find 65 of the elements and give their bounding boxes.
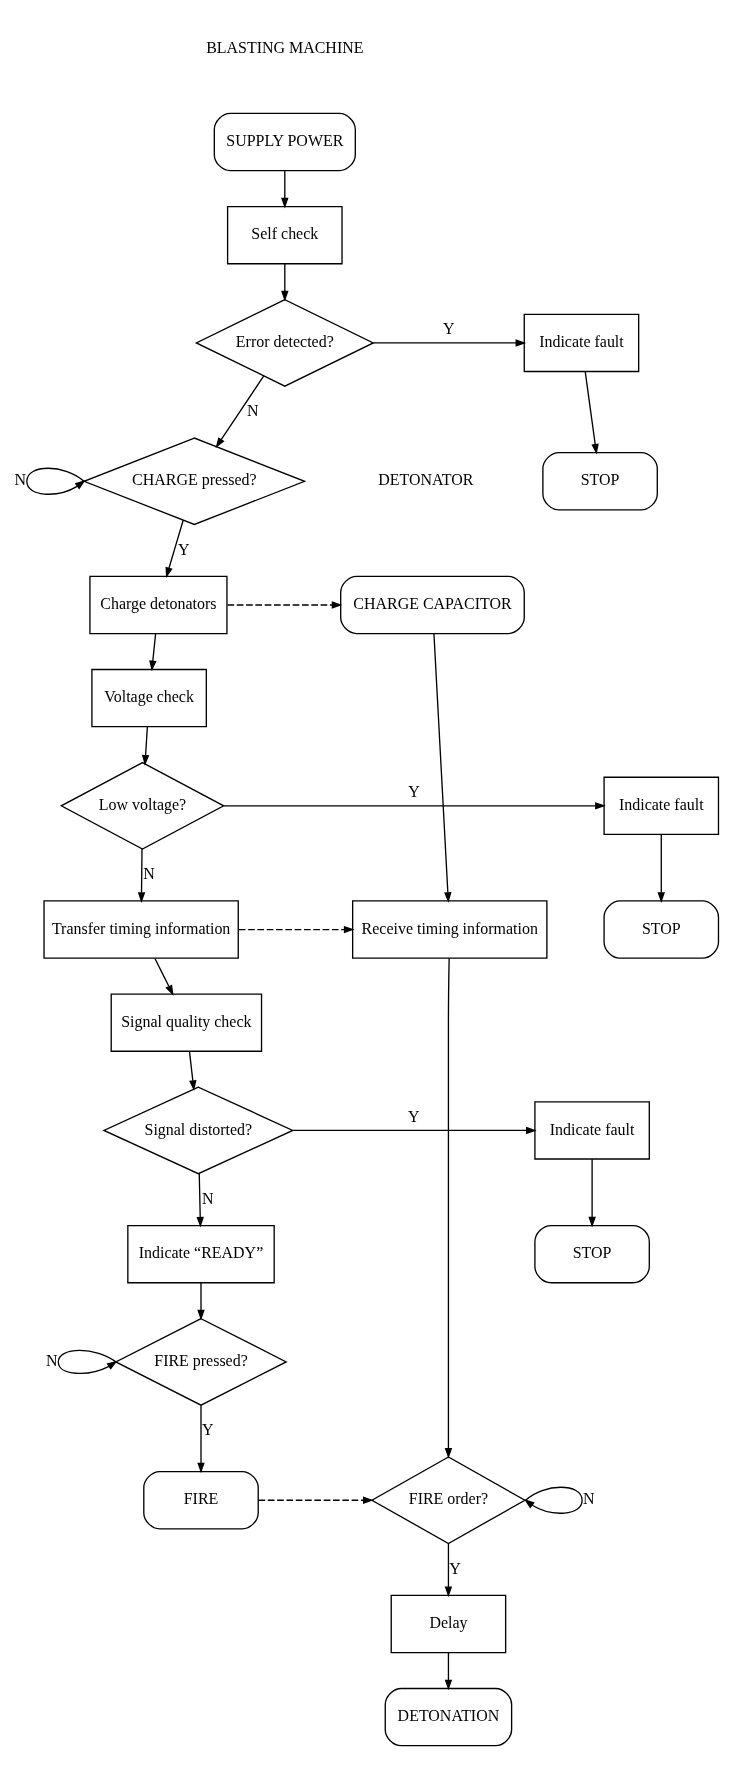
edge-label: Y <box>408 1107 420 1125</box>
node-box: Indicate fault <box>603 776 720 836</box>
label: DETONATOR <box>378 471 474 489</box>
node-box: Indicate fault <box>523 313 640 373</box>
arrow <box>26 467 86 495</box>
arrow <box>238 925 355 934</box>
arrow <box>197 1282 205 1321</box>
node-box: STOP <box>534 1224 650 1284</box>
arrow <box>444 1542 453 1598</box>
node-box: SUPPLY POWER <box>213 112 356 172</box>
node-diamond: Signal distorted? <box>102 1086 295 1175</box>
arrow <box>215 375 265 449</box>
edge-label: Y <box>201 1421 214 1439</box>
node-box: Receive timing information <box>352 900 548 959</box>
arrow <box>281 170 289 209</box>
arrow <box>149 633 157 672</box>
node-box: Transfer timing information <box>43 900 239 959</box>
edge-label: N <box>583 1490 595 1508</box>
node-box: FIRE <box>143 1470 259 1530</box>
node-box: Charge detonators <box>89 575 228 635</box>
node-diamond: Error detected? <box>194 298 375 387</box>
arrow <box>372 339 527 347</box>
edge-label: N <box>45 1352 58 1370</box>
arrow <box>188 1050 197 1092</box>
arrow <box>57 1349 118 1374</box>
arrow <box>588 1158 596 1228</box>
node-box: Self check <box>226 205 343 265</box>
arrow <box>197 1404 205 1474</box>
edge-label: N <box>143 865 155 883</box>
node-diamond: FIRE pressed? <box>114 1317 288 1406</box>
arrow <box>137 848 146 903</box>
arrow <box>444 1652 453 1691</box>
arrow <box>584 371 599 455</box>
edge-label: Y <box>177 540 190 558</box>
node-box: Delay <box>390 1594 507 1654</box>
node-box: CHARGE CAPACITOR <box>340 575 525 635</box>
node-box: Indicate fault <box>534 1101 650 1160</box>
arrow <box>154 957 174 996</box>
edge-label: Y <box>443 320 455 338</box>
node-box: Voltage check <box>91 668 207 728</box>
node-box: Signal quality check <box>110 993 263 1052</box>
arrow <box>226 601 343 609</box>
arrow <box>657 833 665 903</box>
arrow <box>223 802 606 810</box>
arrow <box>196 1172 204 1228</box>
arrow <box>444 957 453 1459</box>
edge-label: N <box>247 402 259 420</box>
node-diamond: FIRE order? <box>370 1456 527 1545</box>
arrow <box>281 263 289 302</box>
edge-label: N <box>14 471 26 489</box>
node-box: STOP <box>542 452 658 511</box>
arrow <box>165 519 184 578</box>
node-box: STOP <box>603 900 720 959</box>
arrow <box>292 1126 537 1135</box>
node-box: DETONATION <box>384 1687 513 1747</box>
arrow <box>524 1486 583 1514</box>
edge-label: Y <box>449 1559 461 1577</box>
arrow <box>141 726 150 766</box>
node-diamond: Low voltage? <box>59 761 226 850</box>
arrow <box>257 1496 374 1504</box>
arrow <box>433 633 452 903</box>
edge-label: Y <box>408 783 420 801</box>
node-box: Indicate “READY” <box>127 1224 275 1284</box>
label: BLASTING MACHINE <box>206 39 364 57</box>
edge-label: N <box>201 1189 214 1207</box>
